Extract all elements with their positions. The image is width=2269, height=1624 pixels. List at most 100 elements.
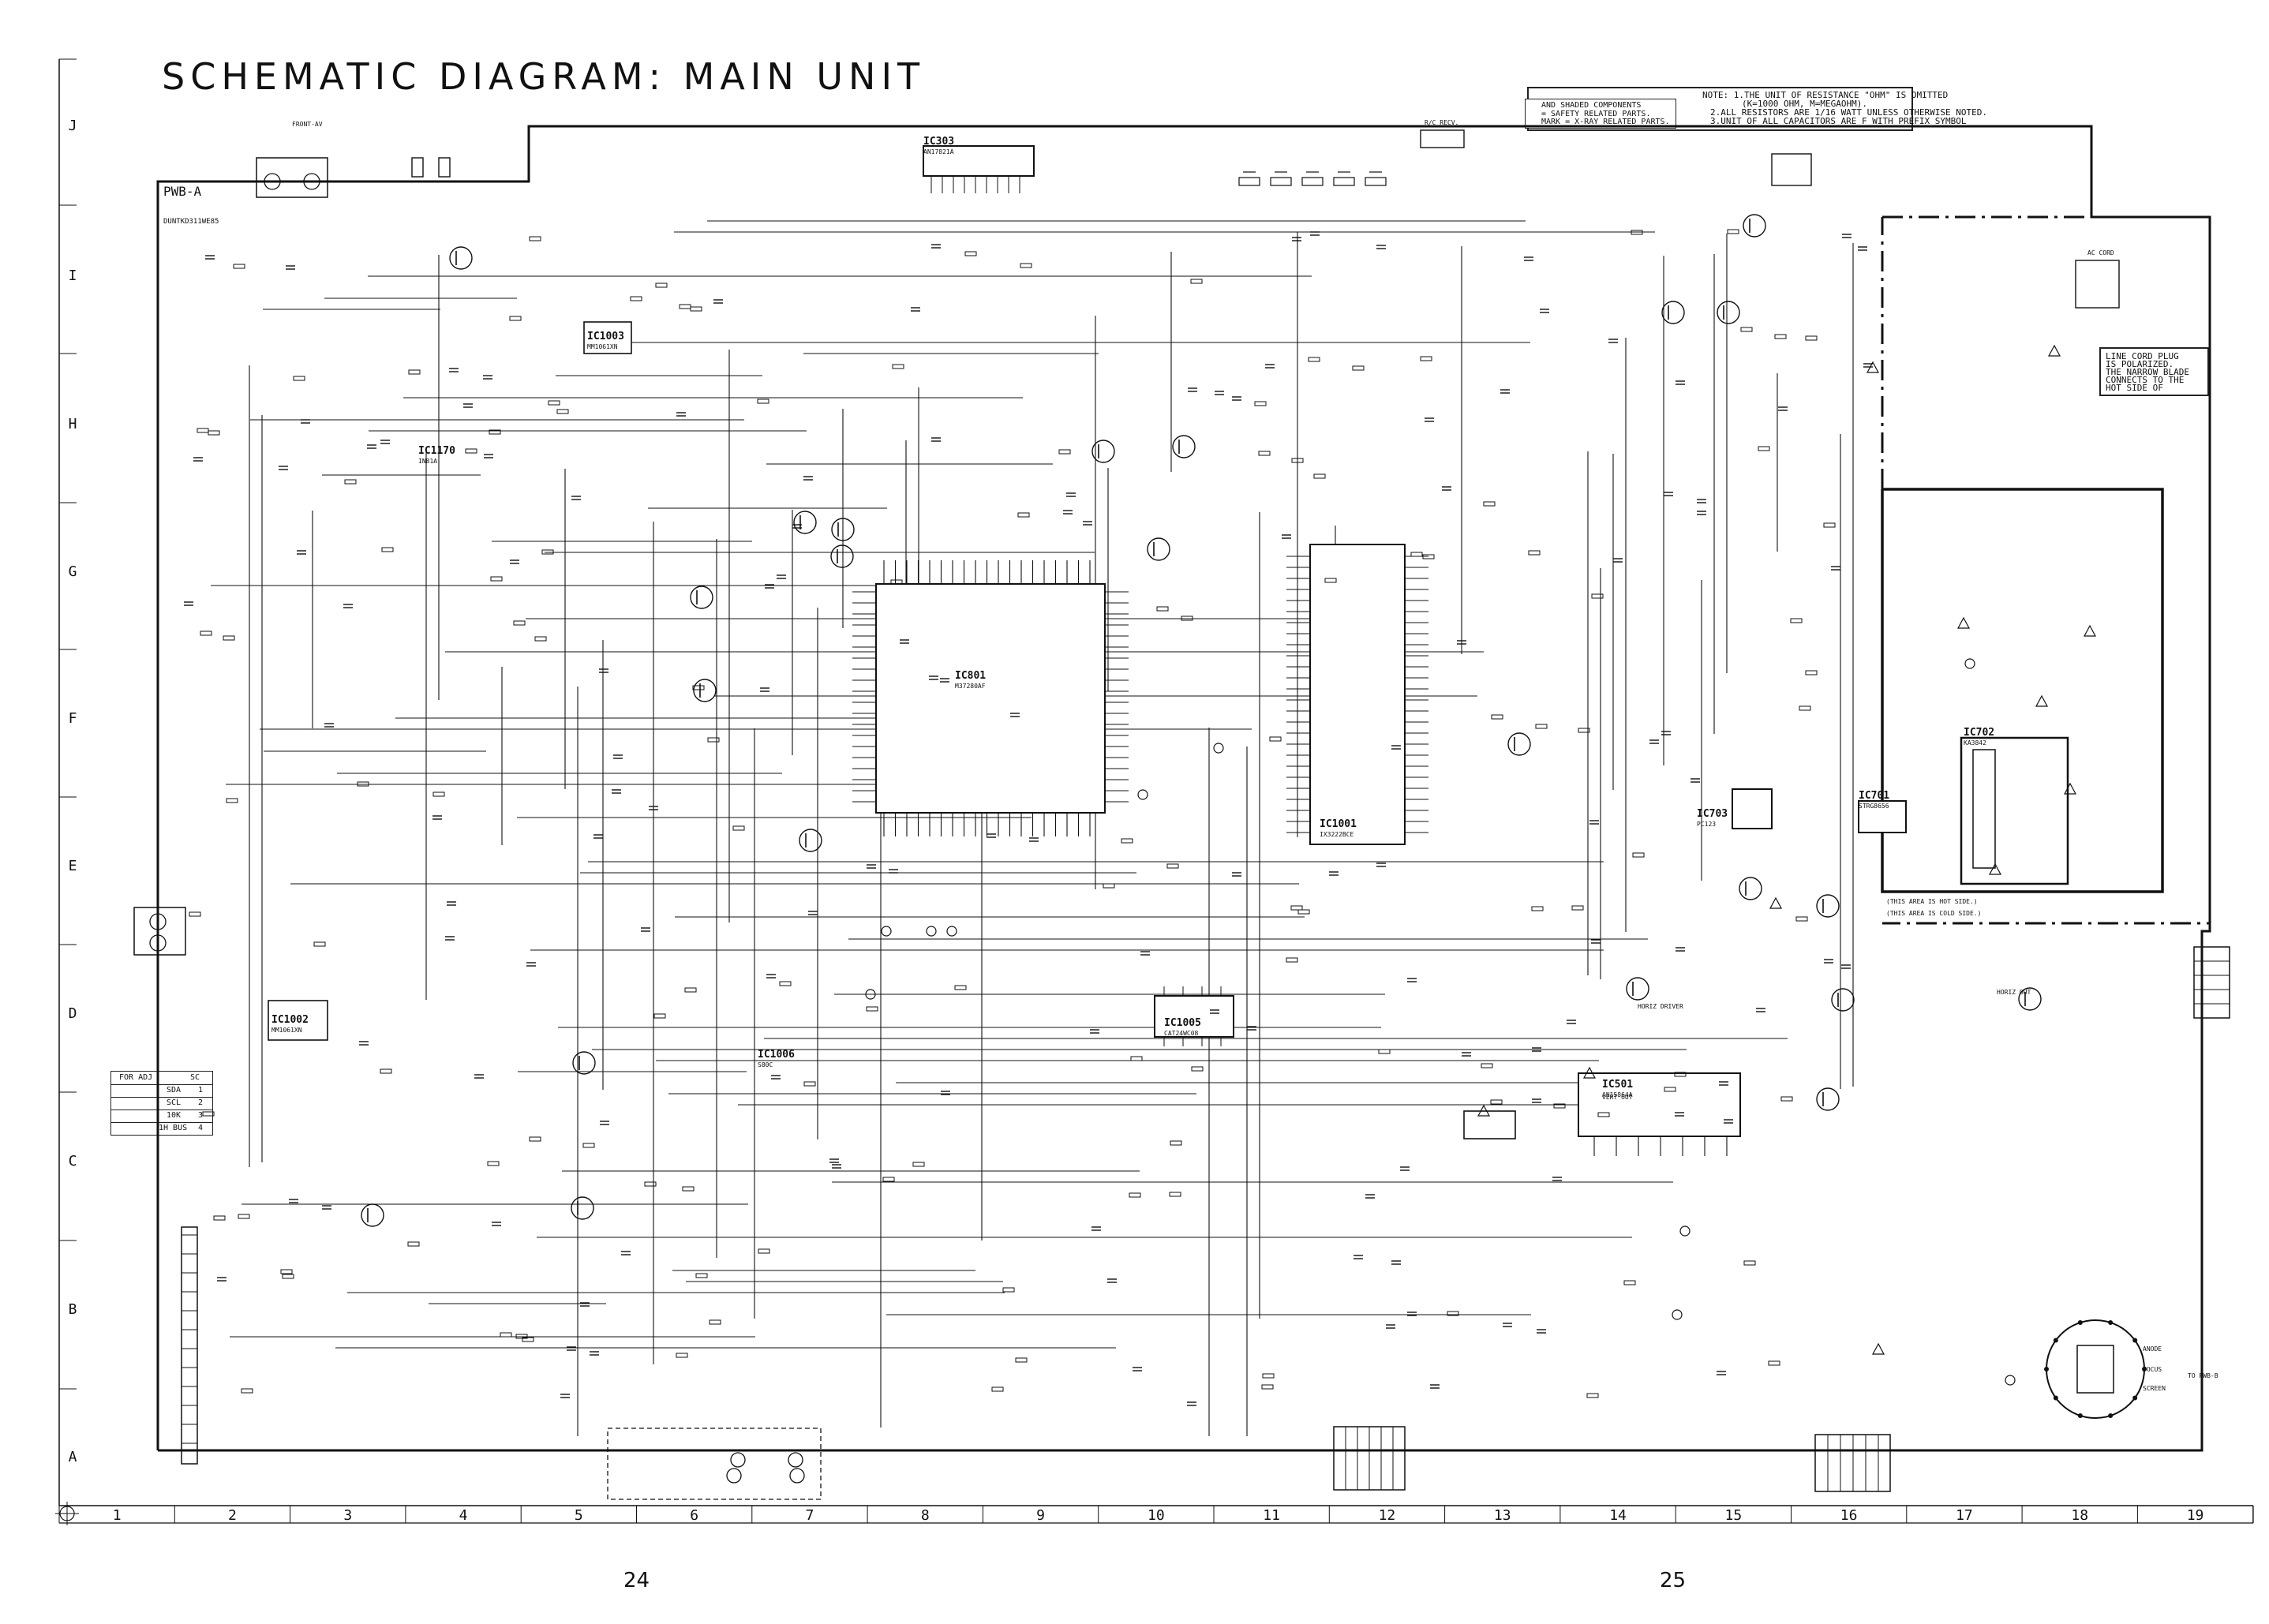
resistor bbox=[189, 911, 201, 917]
resistor bbox=[1261, 1384, 1274, 1390]
resistor bbox=[1578, 728, 1590, 733]
resistor bbox=[1447, 1311, 1459, 1316]
safety-mark-icon bbox=[1871, 1342, 1885, 1355]
resistor bbox=[357, 781, 369, 787]
focus-label: FOCUS bbox=[2143, 1366, 2162, 1373]
resistor bbox=[223, 635, 235, 641]
adj-row-pin: 1 bbox=[198, 1086, 204, 1095]
resistor bbox=[1169, 1192, 1181, 1197]
ic1003-label: IC1003 bbox=[587, 331, 624, 342]
cold-area-inner bbox=[1881, 488, 2164, 893]
safety-mark-icon bbox=[2083, 624, 2097, 637]
resistor bbox=[1352, 365, 1365, 371]
flyback-pin bbox=[2142, 1367, 2147, 1371]
ic702-body bbox=[1960, 736, 2069, 885]
resistor bbox=[432, 791, 445, 797]
resistor bbox=[522, 1337, 534, 1342]
resistor bbox=[676, 1353, 688, 1358]
av-jack-1 bbox=[730, 1452, 746, 1468]
hot-area-boundary bbox=[1882, 215, 2211, 925]
adj-row-label: SCL bbox=[167, 1098, 182, 1107]
grid-row-label: A bbox=[69, 1449, 77, 1465]
grid-row-label: F bbox=[69, 710, 77, 727]
resistor bbox=[1758, 446, 1770, 451]
grid-column-label: 19 bbox=[2187, 1507, 2204, 1524]
flyback-pin bbox=[2053, 1338, 2058, 1343]
resistor bbox=[487, 1161, 500, 1166]
transistor bbox=[571, 1196, 594, 1220]
resistor bbox=[1130, 1056, 1143, 1061]
resistor bbox=[692, 685, 705, 690]
resistor bbox=[1528, 550, 1541, 556]
front-av-jack bbox=[303, 173, 320, 190]
resistor bbox=[1166, 863, 1179, 869]
grid-column-label: 5 bbox=[575, 1507, 583, 1524]
resistor bbox=[200, 631, 212, 636]
resistor bbox=[890, 579, 903, 585]
resistor bbox=[541, 549, 554, 555]
adj-table-header: FOR ADJ SC bbox=[111, 1072, 212, 1085]
rca-jack-block bbox=[133, 907, 186, 956]
safety-mark-icon bbox=[1866, 361, 1880, 373]
ic501-body bbox=[1578, 1072, 1741, 1137]
page-number-left: 24 bbox=[623, 1569, 650, 1592]
grid-row-label: B bbox=[69, 1301, 77, 1318]
resistor bbox=[513, 620, 526, 626]
line-cord-note-2: IS POLARIZED. bbox=[2106, 359, 2174, 369]
ic303-body bbox=[923, 145, 1035, 177]
resistor bbox=[803, 1081, 816, 1087]
ic1005-part: CAT24WC08 bbox=[1164, 1030, 1199, 1037]
resistor bbox=[1291, 458, 1304, 463]
resistor bbox=[1743, 1260, 1756, 1266]
hot-area-note: (THIS AREA IS HOT SIDE.) bbox=[1886, 898, 1978, 905]
ic1003-part: MM1061XN bbox=[587, 343, 618, 350]
flyback-pin bbox=[2053, 1395, 2058, 1401]
resistor bbox=[213, 1215, 226, 1221]
resistor bbox=[509, 316, 522, 321]
resistor bbox=[707, 737, 720, 743]
cold-area-note: (THIS AREA IS COLD SIDE.) bbox=[1886, 910, 1981, 917]
resistor bbox=[644, 1181, 657, 1187]
transistor bbox=[1091, 440, 1115, 463]
resistor bbox=[757, 399, 769, 404]
resistor bbox=[1020, 263, 1032, 268]
resistor bbox=[1795, 916, 1808, 922]
screen-label: SCREEN bbox=[2143, 1385, 2166, 1392]
safety-mark-icon bbox=[1769, 896, 1783, 909]
resistor bbox=[1015, 1357, 1028, 1363]
ic1001-part: IX3222BCE bbox=[1320, 831, 1354, 838]
transistor bbox=[1717, 301, 1740, 324]
pwb-b-label: TO PWB-B bbox=[2188, 1372, 2218, 1379]
ic702-label: IC702 bbox=[1964, 727, 1994, 739]
transistor bbox=[1831, 988, 1855, 1012]
safety-mark-icon bbox=[2035, 694, 2049, 707]
resistor bbox=[313, 941, 326, 947]
grid-column-label: 3 bbox=[343, 1507, 352, 1524]
flyback-transformer bbox=[2046, 1319, 2145, 1419]
adj-header-sc: SC bbox=[190, 1073, 200, 1082]
resistor bbox=[226, 798, 238, 803]
ic801-part: M37280AF bbox=[955, 683, 986, 690]
transistor bbox=[1743, 214, 1766, 238]
ic701-part: STRG8656 bbox=[1859, 803, 1889, 810]
ic1005-label: IC1005 bbox=[1164, 1017, 1201, 1029]
resistor bbox=[954, 985, 967, 990]
adj-row-label: SDA bbox=[167, 1086, 182, 1095]
grid-row-label: C bbox=[69, 1153, 77, 1169]
grid-row-label: D bbox=[69, 1005, 77, 1022]
resistor bbox=[1780, 1096, 1793, 1102]
resistor bbox=[1297, 909, 1310, 915]
resistor bbox=[1490, 1099, 1503, 1105]
board-outline bbox=[156, 125, 2211, 1452]
grid-row-label: G bbox=[69, 563, 77, 580]
resistor bbox=[1058, 449, 1071, 455]
ic1170-part: IN81A bbox=[418, 458, 437, 465]
resistor bbox=[1491, 714, 1503, 720]
rca-jack bbox=[149, 934, 167, 952]
test-point bbox=[881, 926, 892, 937]
ic703-part: PC123 bbox=[1697, 821, 1716, 828]
ic1001-label: IC1001 bbox=[1320, 818, 1357, 830]
resistor bbox=[1553, 1103, 1566, 1109]
front-av-label: FRONT-AV bbox=[292, 121, 323, 128]
